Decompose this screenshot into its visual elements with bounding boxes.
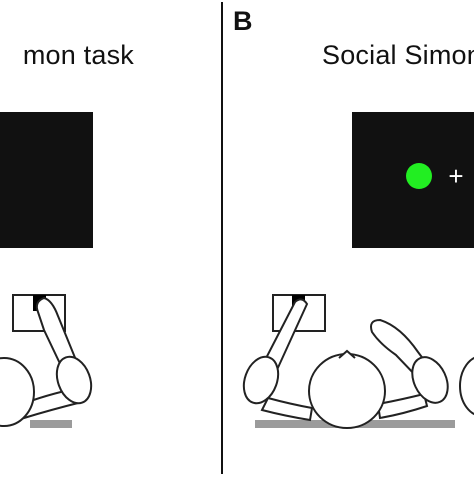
panel-b-head (308, 353, 386, 429)
panel-b-torso-arm-right (376, 392, 429, 420)
panel-a-table-bar (30, 420, 72, 428)
panel-b-nose (338, 349, 356, 359)
panel-a-upper-arm (55, 355, 93, 405)
panel-a-forearm (35, 296, 80, 374)
panel-a-head (0, 357, 35, 427)
panel-a-title: mon task (22, 40, 134, 70)
panel-b-participant (242, 298, 474, 429)
fixation-cross: + (448, 161, 463, 191)
panel-b-letter: B (233, 6, 253, 36)
panel-a-participant (0, 296, 93, 427)
panel-b-partner-head (459, 356, 474, 416)
panel-b-torso-arm-left (260, 396, 314, 422)
panel-a-screen (0, 112, 93, 248)
stimulus-circle (406, 163, 432, 189)
panel-b-title: Social Simon (322, 40, 474, 70)
panel-b-upper-arm-left (242, 355, 280, 405)
panel-b-forearm-left (260, 298, 309, 374)
panel-b-upper-arm-right (411, 356, 449, 404)
